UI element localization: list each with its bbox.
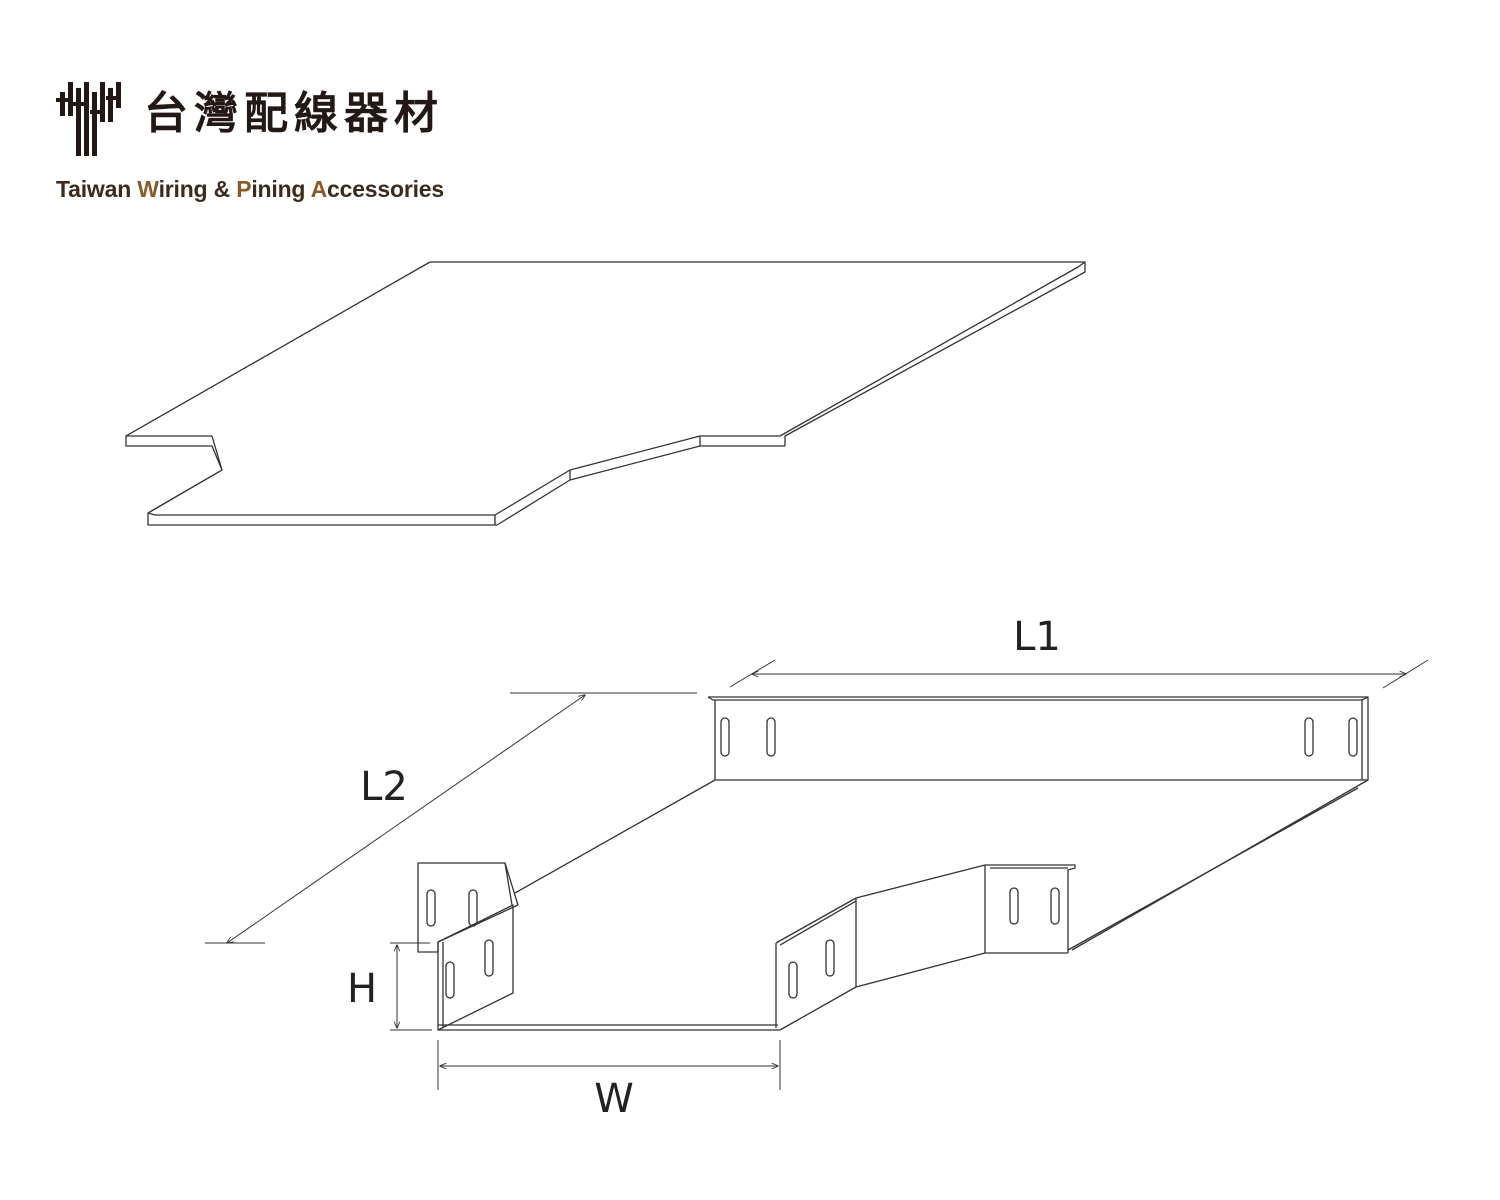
brand-name-part: ccessories: [327, 176, 444, 202]
brand-name-english: Taiwan Wiring & Pining Accessories: [56, 176, 444, 203]
brand-name-chinese: 台灣配線器材: [144, 88, 444, 139]
brand-name-part: P: [236, 176, 252, 202]
tray-body: [417, 696, 1369, 1031]
brand-name-part: ining: [251, 176, 311, 202]
brand-name-part: iring &: [158, 176, 237, 202]
brand-name-part: A: [310, 176, 328, 202]
dimension-label-l2: L2: [360, 764, 408, 810]
dimension-label-l1: L1: [1013, 614, 1061, 660]
brand-logo: 台灣配線器材 Taiwan Wiring & Pining Accessorie…: [56, 78, 476, 218]
logo-mark-icon: [56, 82, 121, 156]
tray-cover: [125, 261, 1086, 526]
dimension-label-h: H: [347, 966, 377, 1012]
brand-name-part: Taiwan: [56, 176, 138, 202]
brand-name-part: W: [137, 176, 159, 202]
mounting-slots: [426, 717, 1358, 999]
dimension-lines: [205, 659, 1429, 1090]
dimension-label-w: W: [594, 1076, 634, 1122]
